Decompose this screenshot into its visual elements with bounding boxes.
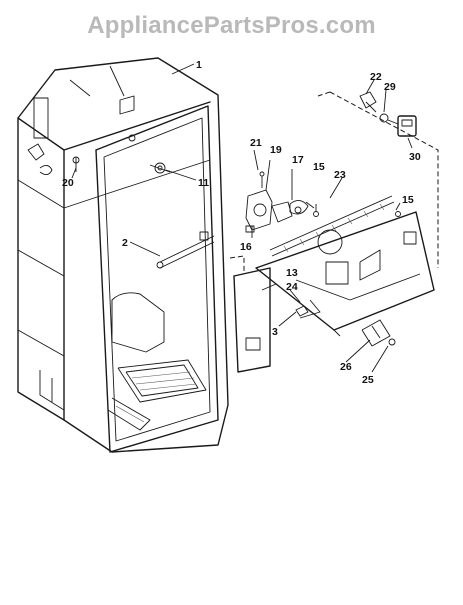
bracket-26 <box>361 319 391 347</box>
callout-20: 20 <box>62 177 74 189</box>
callout-29: 29 <box>384 81 396 93</box>
callout-15-upper: 15 <box>313 161 325 173</box>
callout-13: 13 <box>286 267 298 279</box>
leader-lines <box>71 63 413 373</box>
screw-25 <box>388 338 396 346</box>
callout-11: 11 <box>198 177 209 189</box>
callout-2: 2 <box>122 237 128 249</box>
watermark: AppliancePartsPros.com <box>87 12 376 39</box>
screw-20 <box>72 156 80 172</box>
callout-26: 26 <box>340 361 352 373</box>
callout-19: 19 <box>270 144 282 156</box>
screw-3 <box>295 305 309 317</box>
callout-24: 24 <box>286 281 298 293</box>
callout-3: 3 <box>272 326 278 338</box>
callout-22: 22 <box>370 71 382 83</box>
callout-23: 23 <box>334 169 346 181</box>
cover-plate-13 <box>233 267 271 373</box>
back-panel <box>255 195 435 337</box>
cabinet-liner <box>17 57 229 453</box>
fan-motor-assembly <box>245 171 309 233</box>
screw-15-right <box>395 211 401 217</box>
callout-17: 17 <box>292 154 304 166</box>
knob-30 <box>397 115 417 137</box>
callout-21: 21 <box>250 137 262 149</box>
dashed-enclosure <box>229 91 439 274</box>
fastener-11 <box>149 162 171 174</box>
callout-25: 25 <box>362 374 374 386</box>
callout-1: 1 <box>196 59 202 71</box>
screw-15-upper <box>313 204 319 217</box>
callouts: 1 2 3 11 13 15 15 16 17 19 20 21 22 23 2… <box>62 59 421 386</box>
callout-30: 30 <box>409 151 421 163</box>
callout-15-right: 15 <box>402 194 414 206</box>
callout-16: 16 <box>240 241 252 253</box>
heater-bar-2 <box>156 231 215 269</box>
bulb-29 <box>379 113 399 125</box>
